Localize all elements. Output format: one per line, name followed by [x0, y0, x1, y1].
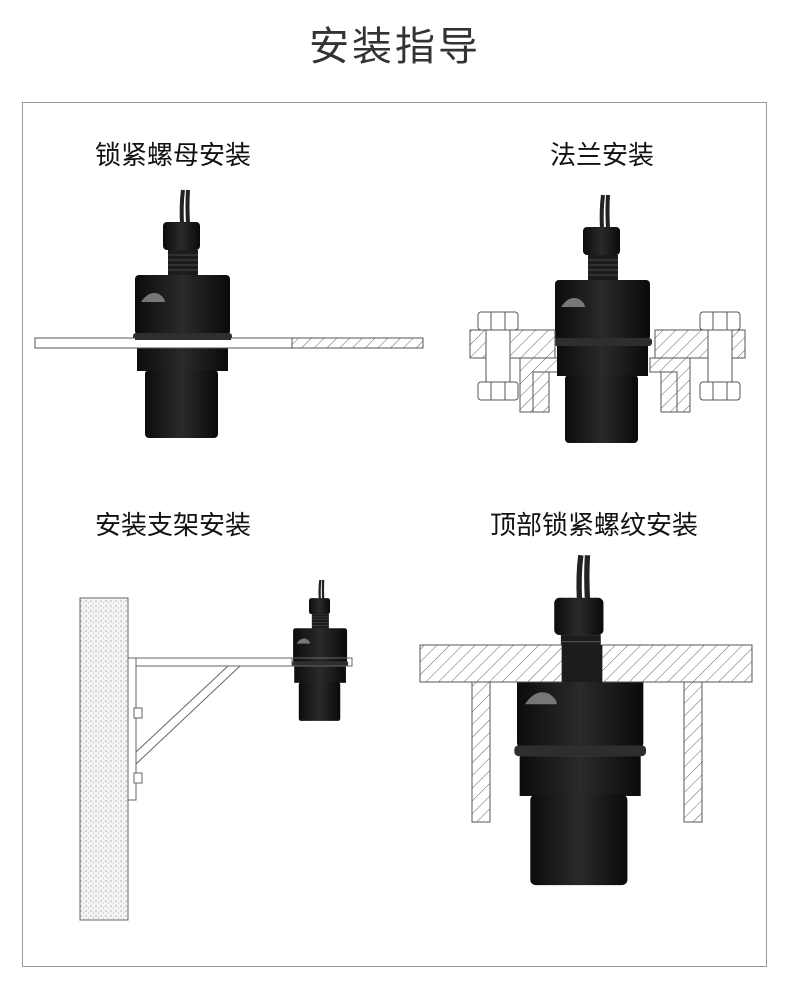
bolt-left	[477, 311, 519, 401]
flange-left	[469, 329, 556, 359]
sensor-flange	[551, 193, 654, 445]
page-title: 安装指导	[309, 24, 481, 70]
locknut-diagram	[34, 188, 424, 440]
label-flange-mount: 法兰安装	[550, 141, 655, 171]
sensor-locknut	[131, 188, 234, 440]
sensor-bracket	[290, 578, 350, 723]
bracket-diagram	[79, 578, 353, 921]
support-left	[471, 681, 491, 823]
label-locknut-mount: 锁紧螺母安装	[95, 141, 252, 171]
guide-frame	[22, 102, 767, 967]
bracket-brace	[135, 665, 242, 766]
label-bracket-mount: 安装支架安装	[95, 511, 252, 541]
top-plate-left	[419, 644, 563, 683]
label-top-thread-mount: 顶部锁紧螺纹安装	[490, 511, 699, 541]
top-plate-right	[601, 644, 753, 683]
flange-diagram	[469, 193, 746, 445]
mount-plate-section	[291, 337, 424, 349]
sensor-top-thread	[514, 555, 646, 885]
wall	[79, 597, 129, 921]
bolt-right	[699, 311, 741, 401]
top-thread-diagram	[419, 555, 753, 885]
bracket-plate	[127, 657, 137, 801]
support-right	[683, 681, 703, 823]
